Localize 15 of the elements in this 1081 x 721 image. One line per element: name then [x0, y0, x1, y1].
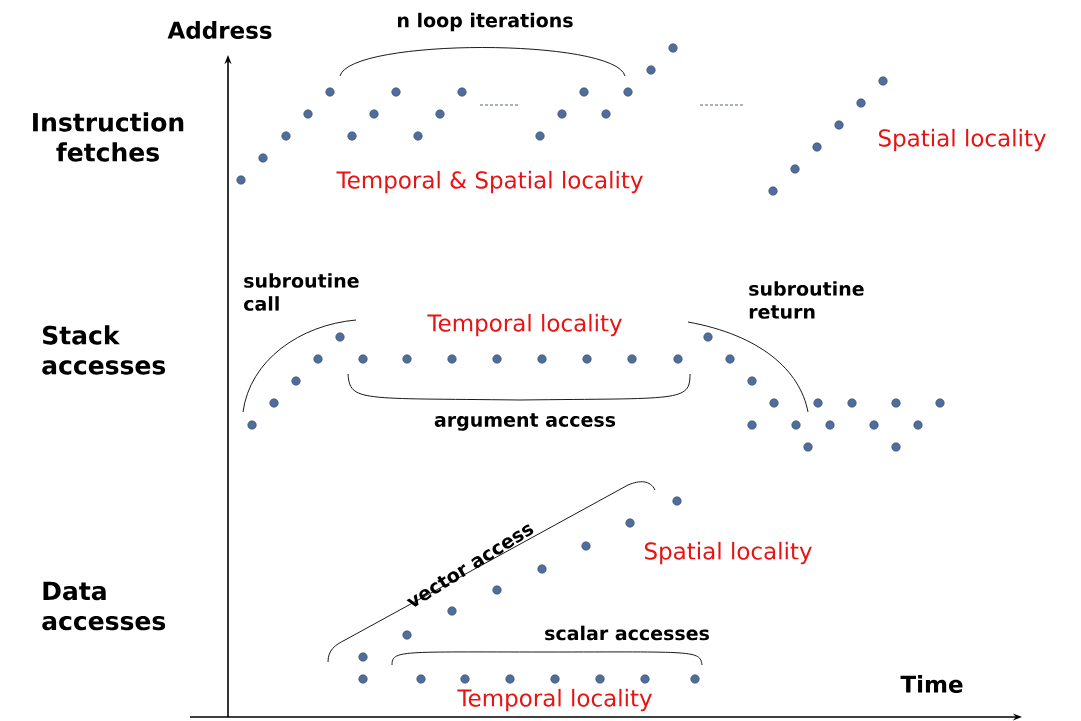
annotation-label: scalar accesses — [545, 625, 709, 641]
locality-label: Temporal & Spatial locality — [336, 170, 643, 194]
annotation-label: subroutine call — [244, 273, 359, 311]
row-label: Instruction fetches — [33, 112, 184, 162]
locality-label: Temporal locality — [457, 688, 652, 712]
axis-label: Time — [900, 675, 963, 693]
axis-label: Address — [167, 21, 272, 39]
locality-label: Spatial locality — [645, 541, 812, 565]
row-label: Data accesses — [42, 581, 166, 631]
locality-label: Temporal locality — [427, 313, 622, 337]
row-label: Stack accesses — [42, 325, 166, 375]
annotation-label: subroutine return — [749, 281, 864, 319]
annotation-label: argument access — [434, 413, 616, 431]
annotation-label: n loop iterations — [398, 12, 573, 32]
locality-label: Spatial locality — [879, 128, 1046, 152]
